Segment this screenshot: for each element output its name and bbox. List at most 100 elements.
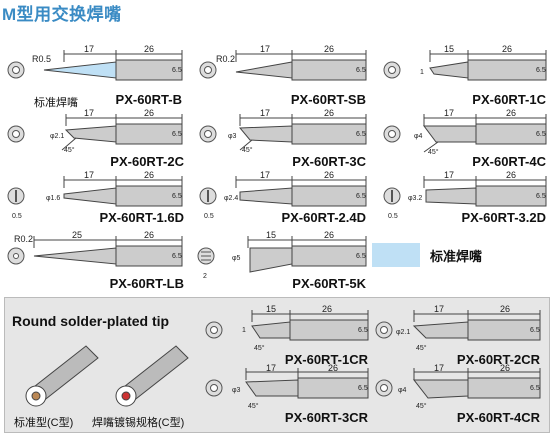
model-label: PX-60RT-1CR <box>284 352 368 367</box>
side-dim: φ5 <box>232 255 241 262</box>
side-dim: φ4 <box>398 387 407 394</box>
dim-2: 26 <box>144 108 154 118</box>
plated-tip-illustration <box>25 345 189 407</box>
dim-2: 26 <box>324 44 334 54</box>
model-label: PX-60RT-5K <box>292 276 366 291</box>
dim-3: 6.5 <box>536 193 546 200</box>
model-label: PX-60RT-1.6D <box>99 210 184 225</box>
dim-3: 6.5 <box>530 385 540 392</box>
dim-3: 6.5 <box>356 67 366 74</box>
dim-3: 6.5 <box>172 253 182 260</box>
dim-2: 26 <box>328 363 338 373</box>
tip-diagram-4cr: 17 26 6.5 φ4 45° <box>375 363 541 410</box>
dim-1: 17 <box>84 108 94 118</box>
below-dim: 0.5 <box>388 213 398 220</box>
tip-diagram-3c: 17 26 6.5 φ3 45° <box>199 108 367 154</box>
dim-1: 17 <box>434 304 444 314</box>
dim-3: 6.5 <box>536 131 546 138</box>
dim-2: 26 <box>144 44 154 54</box>
model-label: PX-60RT-B <box>115 92 182 107</box>
tip-diagram-sb: 17 26 6.5 R0.2 <box>199 44 367 81</box>
radius-label: R0.2 <box>14 234 33 244</box>
dim-3: 6.5 <box>172 193 182 200</box>
tip-diagram-1-6d: 17 26 6.5 φ1.6 0.5 <box>7 170 183 220</box>
tip-diagram-5k: 15 26 6.5 φ5 2 <box>197 230 367 280</box>
tip-diagram-2-4d: 17 26 6.5 φ2.4 0.5 <box>199 170 367 220</box>
model-label: PX-60RT-4C <box>472 154 546 169</box>
side-dim: 1 <box>420 69 424 76</box>
tip-diagram-4c: 17 26 6.5 φ4 45° <box>383 108 547 156</box>
angle-label: 45° <box>254 344 265 352</box>
dim-3: 6.5 <box>356 253 366 260</box>
side-dim: φ3.2 <box>408 195 422 202</box>
page-title: M型用交换焊嘴 <box>2 5 122 24</box>
dim-1: 17 <box>84 44 94 54</box>
angle-label: 45° <box>416 402 427 410</box>
plated-tip-panel <box>4 297 550 433</box>
tip-diagram-3cr: 17 26 6.5 φ3 45° <box>205 363 369 410</box>
dim-2: 26 <box>500 304 510 314</box>
dim-2: 26 <box>506 108 516 118</box>
dim-2: 26 <box>144 230 154 240</box>
legend-label: 标准焊嘴 <box>430 249 483 264</box>
dim-3: 6.5 <box>358 327 368 334</box>
dim-3: 6.5 <box>358 385 368 392</box>
dim-1: 15 <box>266 230 276 240</box>
dim-3: 6.5 <box>172 131 182 138</box>
angle-label: 45° <box>428 148 439 156</box>
dim-1: 17 <box>260 44 270 54</box>
model-label: PX-60RT-4CR <box>456 410 540 425</box>
dim-1: 17 <box>444 108 454 118</box>
model-label: PX-60RT-3C <box>292 154 366 169</box>
dim-1: 25 <box>72 230 82 240</box>
radius-label: R0.2 <box>216 54 235 64</box>
side-dim: φ2.4 <box>224 195 238 202</box>
model-label: PX-60RT-3CR <box>284 410 368 425</box>
dim-2: 26 <box>324 108 334 118</box>
radius-label: R0.5 <box>32 54 51 64</box>
dim-2: 26 <box>144 170 154 180</box>
side-dim: φ1.6 <box>46 195 60 202</box>
dim-3: 6.5 <box>172 67 182 74</box>
dim-2: 26 <box>502 44 512 54</box>
model-label: PX-60RT-SB <box>290 92 366 107</box>
tip-diagram-2cr: 17 26 6.5 φ2.1 45° <box>375 304 541 352</box>
dim-1: 17 <box>434 363 444 373</box>
legend-swatch <box>372 243 420 267</box>
dim-3: 6.5 <box>356 193 366 200</box>
below-dim: 2 <box>203 273 207 280</box>
dim-2: 26 <box>324 230 334 240</box>
dim-1: 17 <box>260 108 270 118</box>
model-label: PX-60RT-2.4D <box>281 210 366 225</box>
dim-2: 26 <box>322 304 332 314</box>
tip-diagram-2c: 17 26 6.5 φ2.1 45° <box>7 108 183 154</box>
dim-2: 26 <box>324 170 334 180</box>
tip-diagram-lb: 25 26 6.5 R0.2 <box>7 230 183 267</box>
below-dim: 0.5 <box>12 213 22 220</box>
angle-label: 45° <box>242 146 253 154</box>
below-dim: 0.5 <box>204 213 214 220</box>
tip-diagram-1c: 15 26 6.5 1 <box>383 44 547 81</box>
side-dim: φ2.1 <box>50 133 64 140</box>
model-label: PX-60RT-2C <box>110 154 184 169</box>
side-dim: φ4 <box>414 133 423 140</box>
plated-panel-title: Round solder-plated tip <box>12 313 170 329</box>
tip-diagram-3-2d: 17 26 6.5 φ3.2 0.5 <box>383 170 547 220</box>
dim-3: 6.5 <box>356 131 366 138</box>
dim-1: 17 <box>266 363 276 373</box>
dim-1: 15 <box>444 44 454 54</box>
dim-1: 17 <box>260 170 270 180</box>
model-label: PX-60RT-LB <box>109 276 184 291</box>
side-dim: φ3 <box>232 387 241 394</box>
dim-2: 26 <box>506 170 516 180</box>
angle-label: 45° <box>64 146 75 154</box>
angle-label: 45° <box>416 344 427 352</box>
dim-1: 15 <box>266 304 276 314</box>
dim-1: 17 <box>444 170 454 180</box>
model-label: PX-60RT-1C <box>472 92 546 107</box>
tip-diagram-1cr: 15 26 6.5 1 45° <box>205 304 369 352</box>
side-dim: φ3 <box>228 133 237 140</box>
standard-tip-label: 标准焊嘴 <box>34 97 78 109</box>
dim-2: 26 <box>500 363 510 373</box>
dim-3: 6.5 <box>530 327 540 334</box>
